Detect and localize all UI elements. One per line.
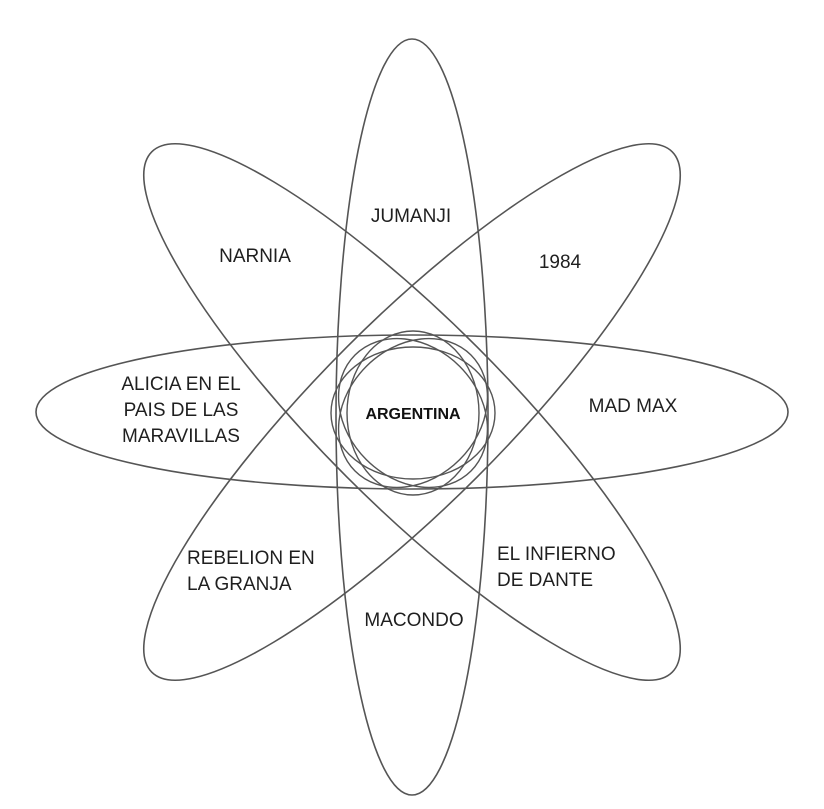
center-ring-3 [346,330,480,496]
label-1984: 1984 [539,252,582,273]
center-label: ARGENTINA [365,406,461,423]
label-mad-max: MAD MAX [589,396,678,417]
center-ring-2 [337,337,489,489]
label-alicia-line-2: PAIS DE LAS [124,400,239,421]
label-alicia-line-3: MARAVILLAS [122,426,240,447]
vertical-ellipse [335,38,489,796]
diagonal-ellipse-ne-sw [142,142,682,682]
label-jumanji: JUMANJI [371,206,451,227]
label-rebelion-line-1: REBELION EN [187,548,315,569]
horizontal-ellipse [35,334,789,490]
label-rebelion-line-2: LA GRANJA [187,574,292,595]
label-narnia: NARNIA [219,246,291,267]
diagonal-ellipse-nw-se [142,142,682,682]
center-ring-4 [337,337,489,489]
label-infierno-line-2: DE DANTE [497,570,593,591]
label-alicia-line-1: ALICIA EN EL [121,374,240,395]
center-cluster [330,330,496,496]
label-infierno-line-1: EL INFIERNO [497,544,616,565]
center-ring-1 [330,346,496,480]
label-macondo: MACONDO [364,610,463,631]
